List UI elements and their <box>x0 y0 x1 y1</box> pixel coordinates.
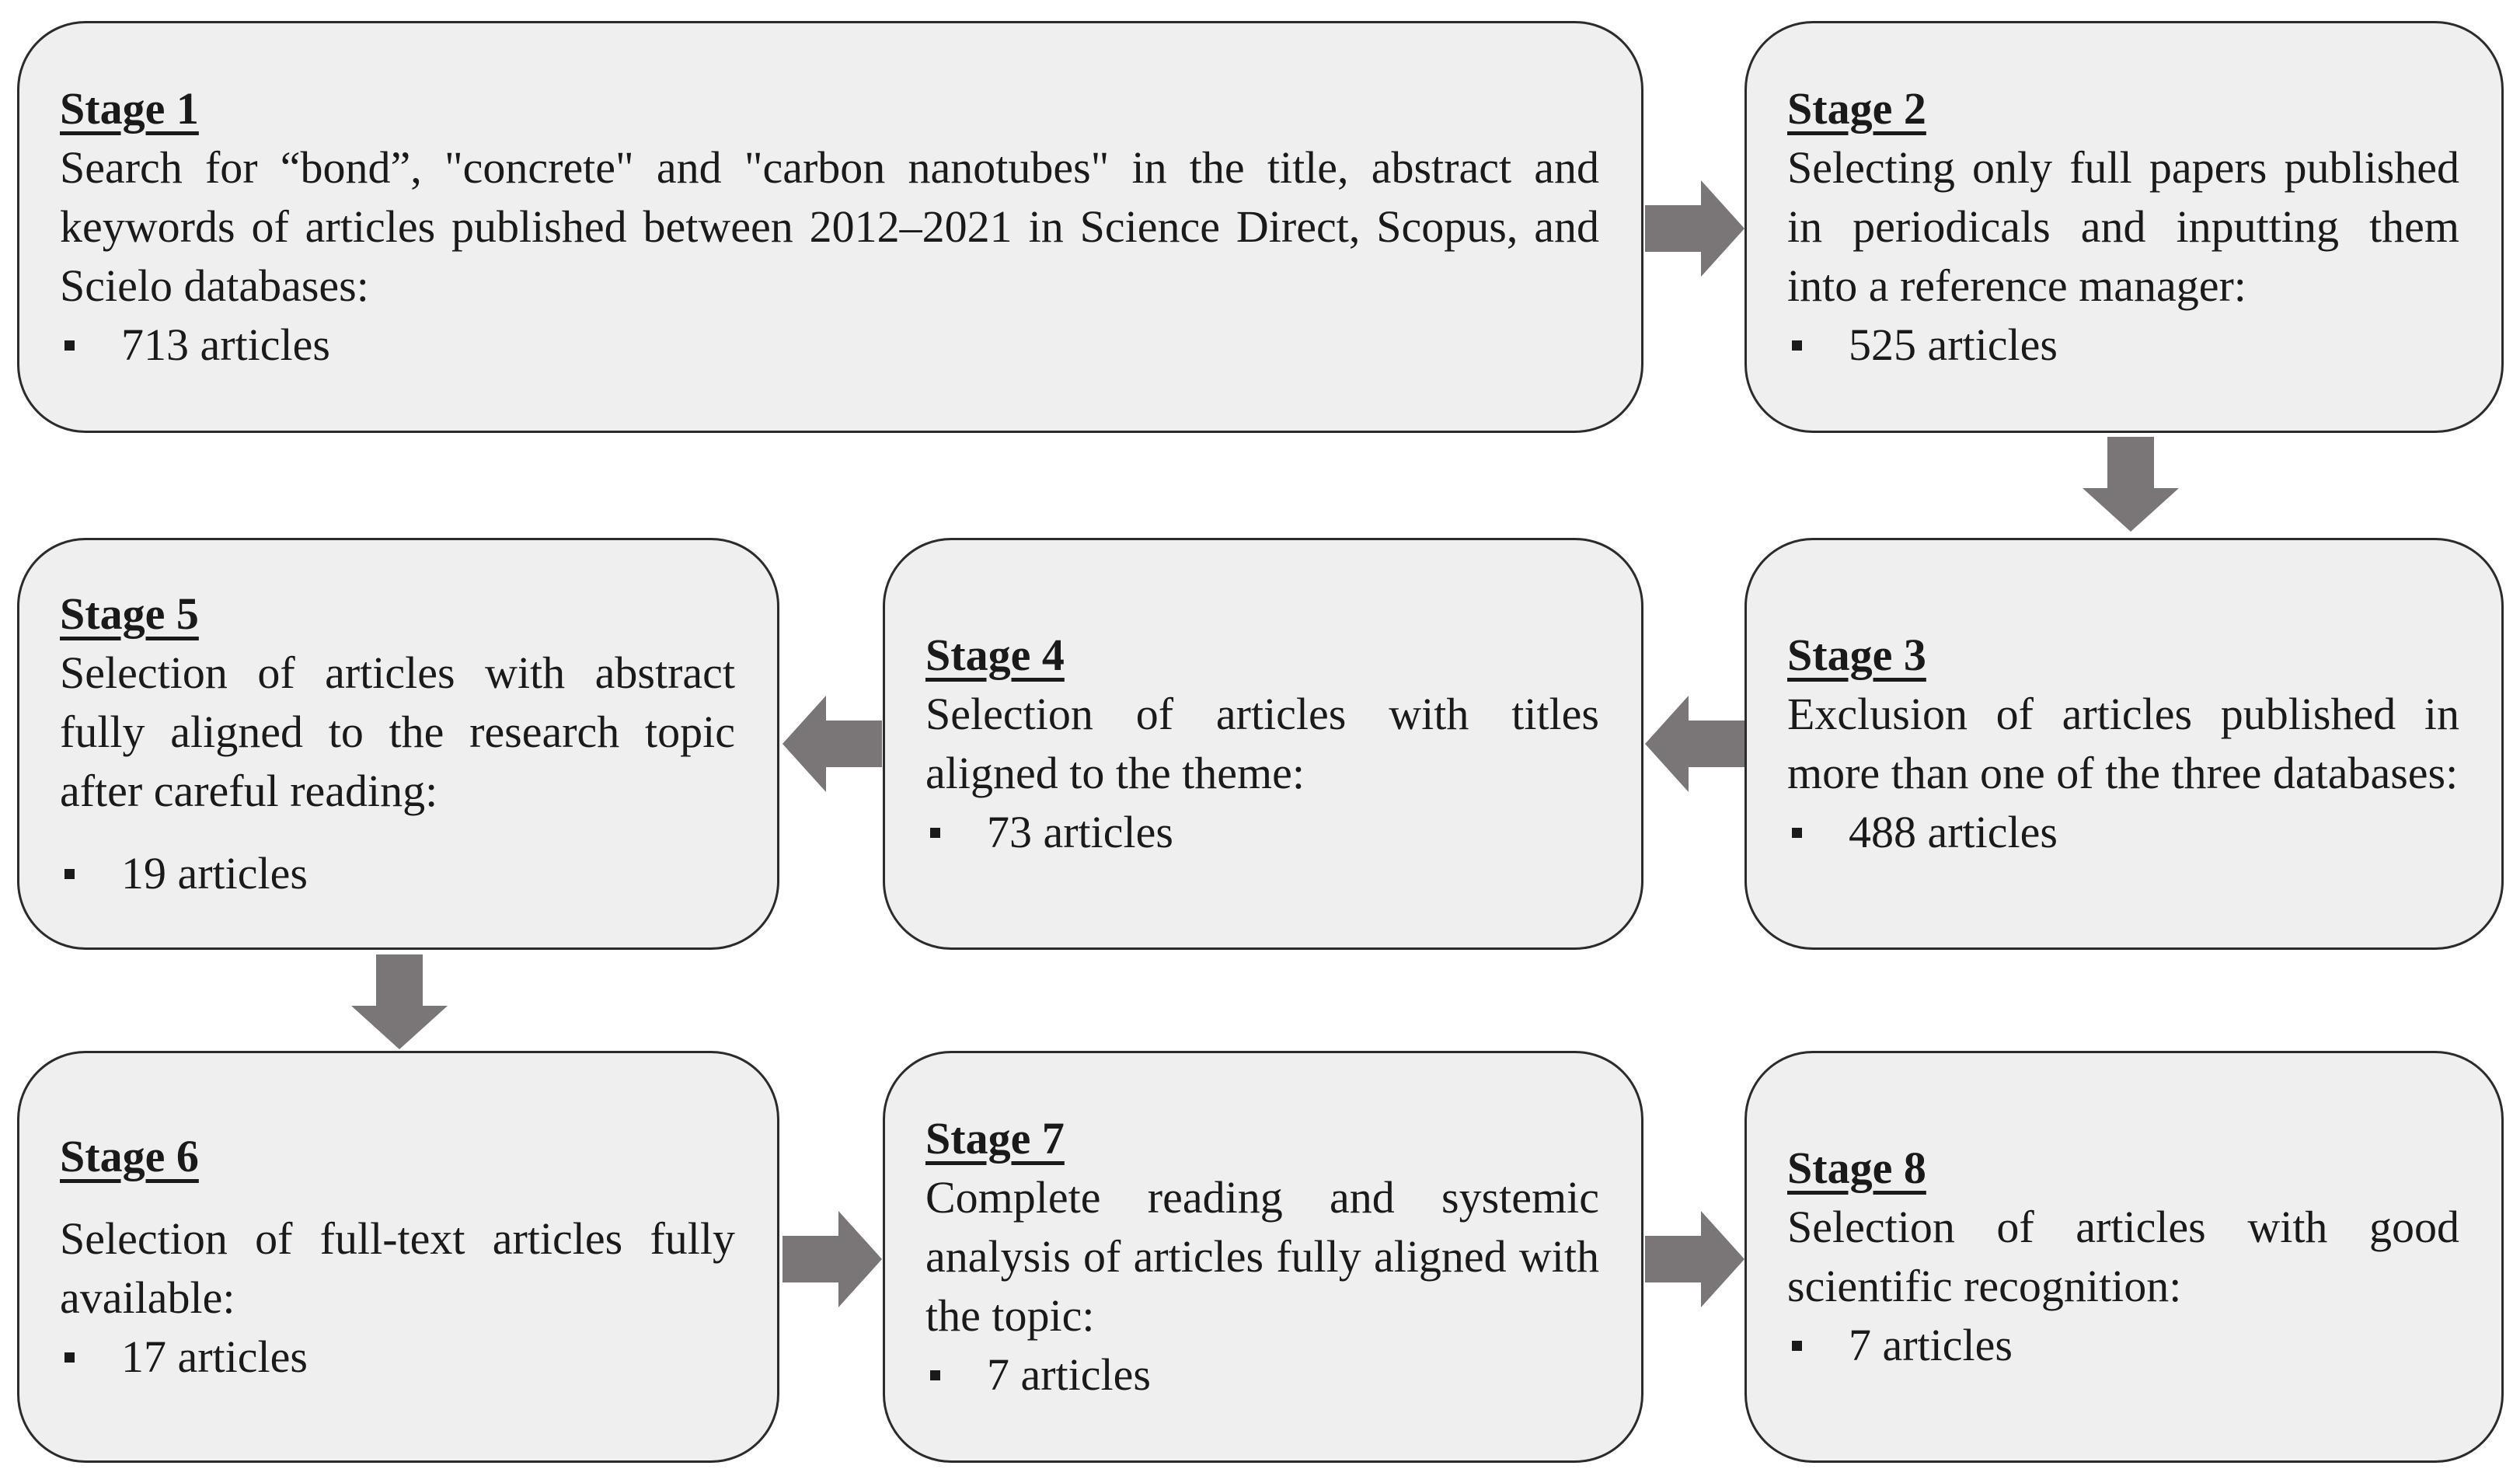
stage-count-text: 7 articles <box>987 1349 1151 1400</box>
stage-count-text: 713 articles <box>121 319 330 370</box>
stage-description: Exclusion of articles published in more … <box>1787 689 2459 798</box>
stage-1-box: Stage 1 Search for “bond”, "concrete" an… <box>17 21 1643 433</box>
arrow-right-icon <box>1645 1211 1744 1307</box>
stage-title: Stage 8 <box>1787 1143 1926 1193</box>
stage-count: 17 articles <box>60 1328 735 1387</box>
square-bullet-icon <box>64 1352 75 1363</box>
stage-title: Stage 3 <box>1787 630 1926 680</box>
arrow-down-icon <box>351 954 448 1049</box>
stage-3-box: Stage 3 Exclusion of articles published … <box>1744 538 2504 950</box>
stage-title: Stage 5 <box>60 588 199 639</box>
stage-count: 7 articles <box>1787 1316 2459 1375</box>
stage-title: Stage 4 <box>925 630 1065 680</box>
square-bullet-icon <box>930 827 940 838</box>
stage-count-text: 525 articles <box>1849 319 2058 370</box>
stage-description: Selection of full-text articles fully av… <box>60 1213 735 1323</box>
stage-count: 525 articles <box>1787 316 2459 375</box>
stage-description: Search for “bond”, "concrete" and "carbo… <box>60 142 1599 311</box>
stage-title: Stage 1 <box>60 83 199 134</box>
square-bullet-icon <box>64 868 75 879</box>
stage-title: Stage 6 <box>60 1131 199 1181</box>
stage-count-text: 17 articles <box>121 1331 308 1382</box>
stage-6-box: Stage 6 Selection of full-text articles … <box>17 1051 779 1463</box>
stage-count: 7 articles <box>925 1345 1599 1404</box>
arrow-right-icon <box>1645 180 1744 277</box>
arrow-down-icon <box>2083 437 2179 532</box>
stage-description: Selecting only full papers published in … <box>1787 142 2459 311</box>
stage-count-text: 488 articles <box>1849 807 2058 857</box>
stage-count: 73 articles <box>925 803 1599 862</box>
square-bullet-icon <box>930 1370 940 1380</box>
arrow-right-icon <box>782 1211 882 1307</box>
stage-4-box: Stage 4 Selection of articles with title… <box>883 538 1643 950</box>
stage-count: 19 articles <box>60 844 735 903</box>
stage-count: 713 articles <box>60 316 1599 375</box>
stage-title: Stage 7 <box>925 1113 1065 1164</box>
arrow-left-icon <box>782 696 882 792</box>
square-bullet-icon <box>1792 1340 1802 1351</box>
stage-8-box: Stage 8 Selection of articles with good … <box>1744 1051 2504 1463</box>
stage-count: 488 articles <box>1787 803 2459 862</box>
stage-count-text: 19 articles <box>121 848 308 899</box>
arrow-left-icon <box>1645 696 1744 792</box>
stage-description: Selection of articles with good scientif… <box>1787 1202 2459 1311</box>
stage-description: Selection of articles with abstract full… <box>60 647 735 816</box>
square-bullet-icon <box>1792 340 1802 351</box>
stage-description: Complete reading and systemic analysis o… <box>925 1172 1599 1341</box>
stage-2-box: Stage 2 Selecting only full papers publi… <box>1744 21 2504 433</box>
stage-count-text: 73 articles <box>987 807 1173 857</box>
stage-7-box: Stage 7 Complete reading and systemic an… <box>883 1051 1643 1463</box>
stage-title: Stage 2 <box>1787 83 1926 134</box>
stage-description: Selection of articles with titles aligne… <box>925 689 1599 798</box>
square-bullet-icon <box>64 340 75 351</box>
stage-5-box: Stage 5 Selection of articles with abstr… <box>17 538 779 950</box>
square-bullet-icon <box>1792 827 1802 838</box>
stage-count-text: 7 articles <box>1849 1320 2013 1370</box>
